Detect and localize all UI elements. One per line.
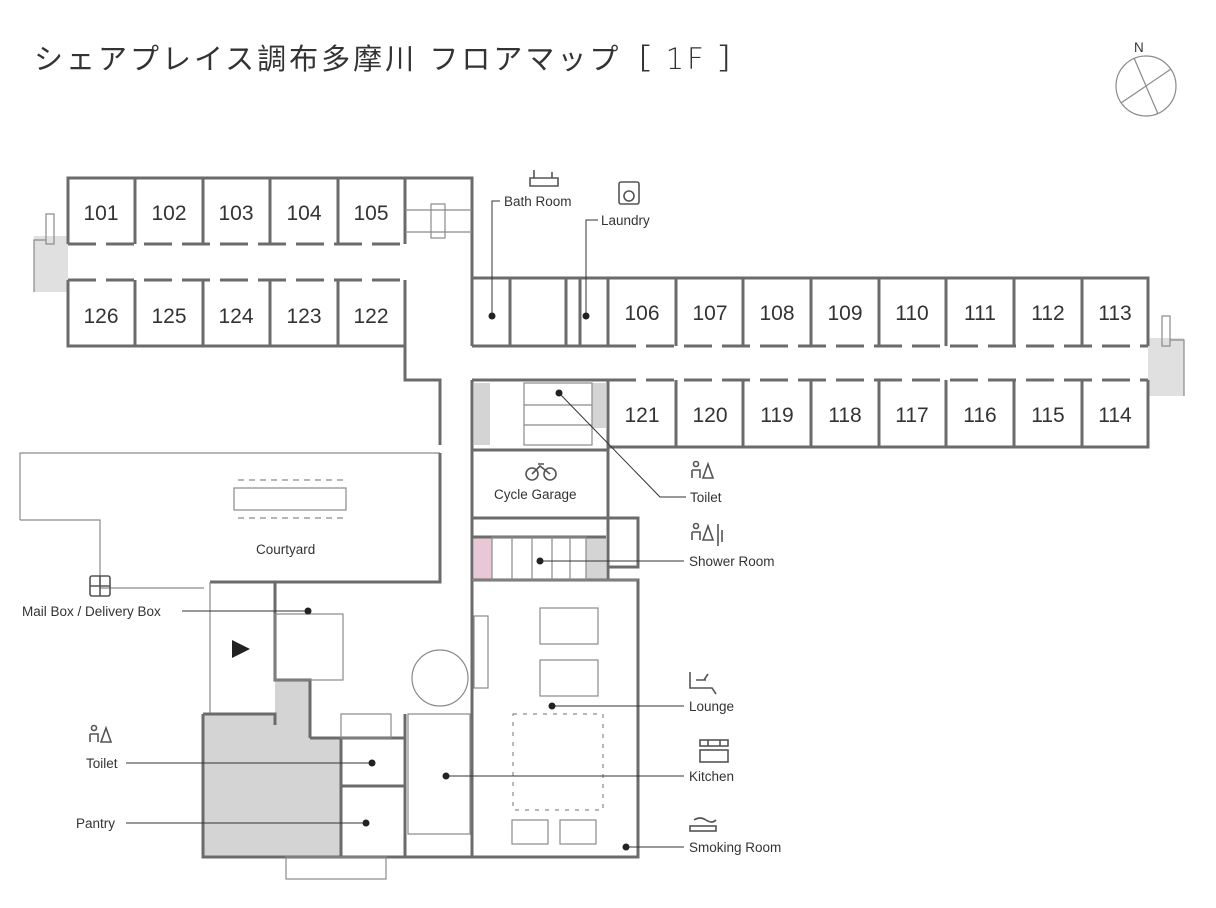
mail-box-label: Mail Box / Delivery Box	[22, 604, 161, 619]
room-113: 113	[1098, 302, 1131, 325]
room-121: 121	[624, 404, 659, 427]
bath-room-callout: Bath Room	[488, 170, 572, 320]
kitchen-icon	[699, 739, 729, 763]
room-119: 119	[760, 404, 793, 427]
room-125: 125	[151, 305, 186, 328]
accent-area	[474, 537, 492, 580]
room-112: 112	[1031, 302, 1064, 325]
laundry-label: Laundry	[601, 213, 650, 228]
lounge-furniture	[473, 607, 604, 845]
room-105: 105	[353, 202, 388, 225]
restroom-icon	[691, 460, 715, 479]
room-123: 123	[286, 305, 321, 328]
kitchen-label: Kitchen	[689, 769, 734, 784]
compass: N	[1115, 40, 1177, 117]
courtyard-table	[233, 479, 347, 519]
smoking-room-callout: Smoking Room	[622, 817, 781, 855]
washing-machine-icon	[618, 181, 640, 205]
restroom-icon	[89, 724, 113, 743]
room-104: 104	[286, 202, 321, 225]
room-110: 110	[895, 302, 928, 325]
stairs-east	[1161, 315, 1185, 396]
room-102: 102	[151, 202, 186, 225]
room-120: 120	[692, 404, 727, 427]
room-109: 109	[827, 302, 862, 325]
room-118: 118	[828, 404, 861, 427]
shower-icon	[691, 522, 723, 546]
shower-room-label: Shower Room	[689, 554, 775, 569]
page-title: シェアプレイス調布多摩川 フロアマップ［ 1F ］	[34, 42, 751, 76]
bathtub-icon	[529, 170, 559, 187]
courtyard-label: Courtyard	[256, 542, 315, 557]
compass-north-label: N	[1134, 40, 1144, 55]
bicycle-icon	[525, 463, 557, 481]
room-114: 114	[1098, 404, 1132, 427]
room-103: 103	[218, 202, 253, 225]
toilet-lower-label: Toilet	[86, 756, 118, 771]
room-122: 122	[353, 305, 388, 328]
pantry-callout: Pantry	[76, 816, 370, 831]
room-numbers-east-bottom: 121 120 119 118 117 116 115 114	[624, 404, 1132, 427]
room-numbers-north-top: 101 102 103 104 105	[83, 202, 388, 225]
room-numbers-north-bottom: 126 125 124 123 122	[83, 305, 388, 328]
toilet-lower-callout: Toilet	[86, 724, 376, 771]
room-numbers-east-top: 106 107 108 109 110 111 112 113	[624, 302, 1131, 325]
room-124: 124	[218, 305, 253, 328]
mailbox-icon	[89, 575, 111, 597]
smoking-icon	[689, 817, 717, 832]
room-108: 108	[759, 302, 794, 325]
smoking-room-label: Smoking Room	[689, 840, 781, 855]
pantry-shaded-area	[203, 738, 341, 856]
laundry-callout: Laundry	[582, 181, 650, 320]
room-111: 111	[964, 302, 996, 325]
lounge-chair-icon	[689, 672, 717, 695]
north-wing	[66, 176, 474, 445]
pantry-label: Pantry	[76, 816, 115, 831]
kitchen-callout: Kitchen	[442, 739, 734, 784]
shower-room-callout: Shower Room	[536, 522, 775, 569]
central-block	[470, 380, 640, 859]
toilet-upper-label: Toilet	[690, 490, 722, 505]
south-west-block	[19, 452, 472, 880]
room-115: 115	[1031, 404, 1064, 427]
mail-box-callout: Mail Box / Delivery Box	[22, 575, 312, 619]
room-116: 116	[963, 404, 996, 427]
toilet-upper-callout: Toilet	[555, 389, 722, 505]
cycle-garage-callout: Cycle Garage	[494, 463, 577, 502]
room-106: 106	[624, 302, 659, 325]
room-107: 107	[692, 302, 727, 325]
cycle-garage-label: Cycle Garage	[494, 487, 577, 502]
lounge-label: Lounge	[689, 699, 734, 714]
room-126: 126	[83, 305, 118, 328]
room-117: 117	[895, 404, 928, 427]
lounge-callout: Lounge	[548, 672, 734, 714]
room-101: 101	[83, 202, 118, 225]
bath-room-label: Bath Room	[504, 194, 572, 209]
stairs-west	[33, 213, 55, 292]
east-wing	[470, 276, 1150, 449]
